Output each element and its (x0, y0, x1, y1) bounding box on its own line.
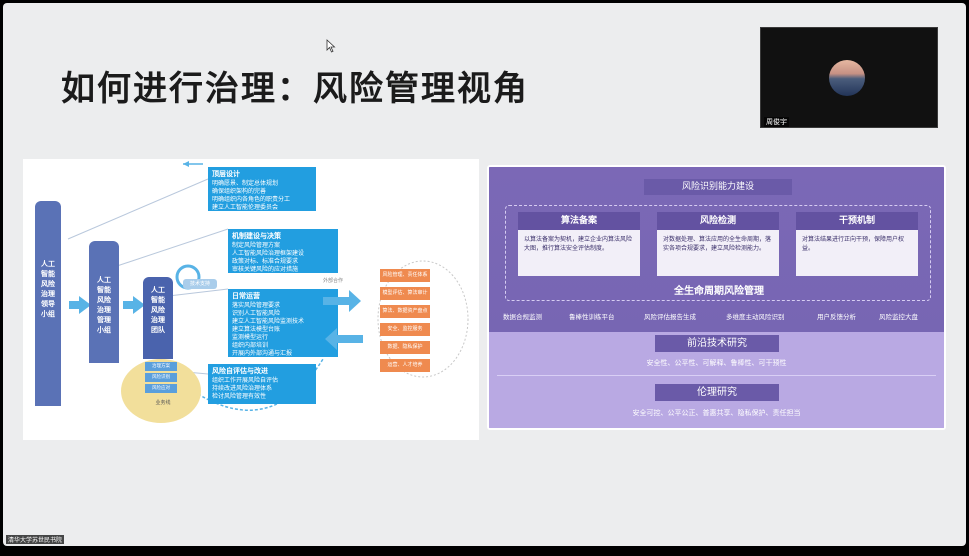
external-services-list: 风险管理、责任体系 模型评估、算法审计 算法、数据资产盘点 安全、监控服务 数据… (368, 269, 448, 389)
screen-share-frame: 如何进行治理：风险管理视角 周俊宇 人工 智能 风险 治理 领导 小组 人工 智… (3, 3, 966, 546)
section-divider (497, 375, 936, 376)
pillar-leadership-group: 人工 智能 风险 治理 领导 小组 (35, 201, 61, 406)
ethics-research-title: 伦理研究 (655, 384, 779, 401)
slide-title: 如何进行治理：风险管理视角 (61, 69, 529, 109)
card-body-risk-detection: 对数据处理、算法应用的全生命周期，落实各项合规要求，建立风险检测能力。 (657, 230, 779, 276)
participant-video-tile[interactable]: 周俊宇 (760, 27, 938, 128)
ethics-research-topics: 安全可控、公平公正、普惠共享、隐私保护、责任担当 (632, 409, 801, 417)
business-line-label: 业务线 (155, 400, 171, 406)
card-title-algorithm-filing: 算法备案 (518, 212, 640, 230)
pillar-management-group: 人工 智能 风险 治理 管理 小组 (89, 241, 119, 363)
lifecycle-label: 全生命周期风险管理 (674, 286, 764, 297)
arrow-right-icon (69, 296, 91, 314)
external-cooperation-label: 外部合作 (323, 278, 344, 284)
self-assessment-box: 风险自评估与改进 组织工作开展风险自评估 持续改进风险治理体系 检讨风险管理有效… (208, 364, 316, 404)
participant-name: 周俊宇 (764, 117, 789, 127)
mechanism-decision-box: 机制建设与决策 制定风险管理方案 人工智能风险治理框架建设 政策对标、标准合规要… (228, 229, 338, 273)
card-title-risk-detection: 风险检测 (657, 212, 779, 230)
top-level-design-box: 顶层设计 明确愿景、制定总体规划 确保组织架构的完善 明确组织内各角色的职责分工… (208, 167, 316, 211)
bidirectional-arrows-icon (323, 290, 363, 350)
card-title-intervention: 干预机制 (796, 212, 918, 230)
feature-item: 数据合规监测 (503, 313, 542, 321)
bottom-caption: 清华大学苏世民书院 (6, 535, 65, 544)
capability-header: 风险识别能力建设 (644, 179, 792, 195)
lifecycle-frame: 算法备案 以算法备案为契机，建立企业内算法风险大图，推行算法安全评估制度。 风险… (505, 205, 931, 301)
risk-identification-diagram: 风险识别能力建设 算法备案 以算法备案为契机，建立企业内算法风险大图，推行算法安… (487, 165, 946, 430)
card-body-algorithm-filing: 以算法备案为契机，建立企业内算法风险大图，推行算法安全评估制度。 (518, 230, 640, 276)
frontier-research-title: 前沿技术研究 (655, 335, 779, 352)
pillar-governance-team: 人工 智能 风险 治理 团队 (143, 277, 173, 359)
governance-structure-diagram: 人工 智能 风险 治理 领导 小组 人工 智能 风险 治理 管理 小组 人工 智… (23, 159, 479, 440)
card-body-intervention: 对算法结果进行正向干预，保障用户权益。 (796, 230, 918, 276)
daily-operations-box: 日常运营 落实风险管理要求 识别人工智能风险 建立人工智能风险监测技术 建立算法… (228, 289, 338, 357)
tech-support-label: 技术支持 (183, 279, 217, 289)
business-line-items: 治理方案 风险识别 风险应对 (145, 362, 177, 393)
feature-item: 用户反馈分析 (817, 313, 856, 321)
feature-item: 风险监控大盘 (879, 313, 918, 321)
arrow-right-icon (123, 296, 145, 314)
frontier-research-topics: 安全性、公平性、可解释、鲁棒性、可干预性 (646, 359, 787, 367)
feature-item: 鲁棒性训练平台 (569, 313, 615, 321)
participant-avatar (829, 60, 865, 96)
feature-item: 风险评估报告生成 (644, 313, 696, 321)
feature-item: 多维度主动风险识别 (726, 313, 785, 321)
mouse-cursor-icon (326, 39, 336, 53)
